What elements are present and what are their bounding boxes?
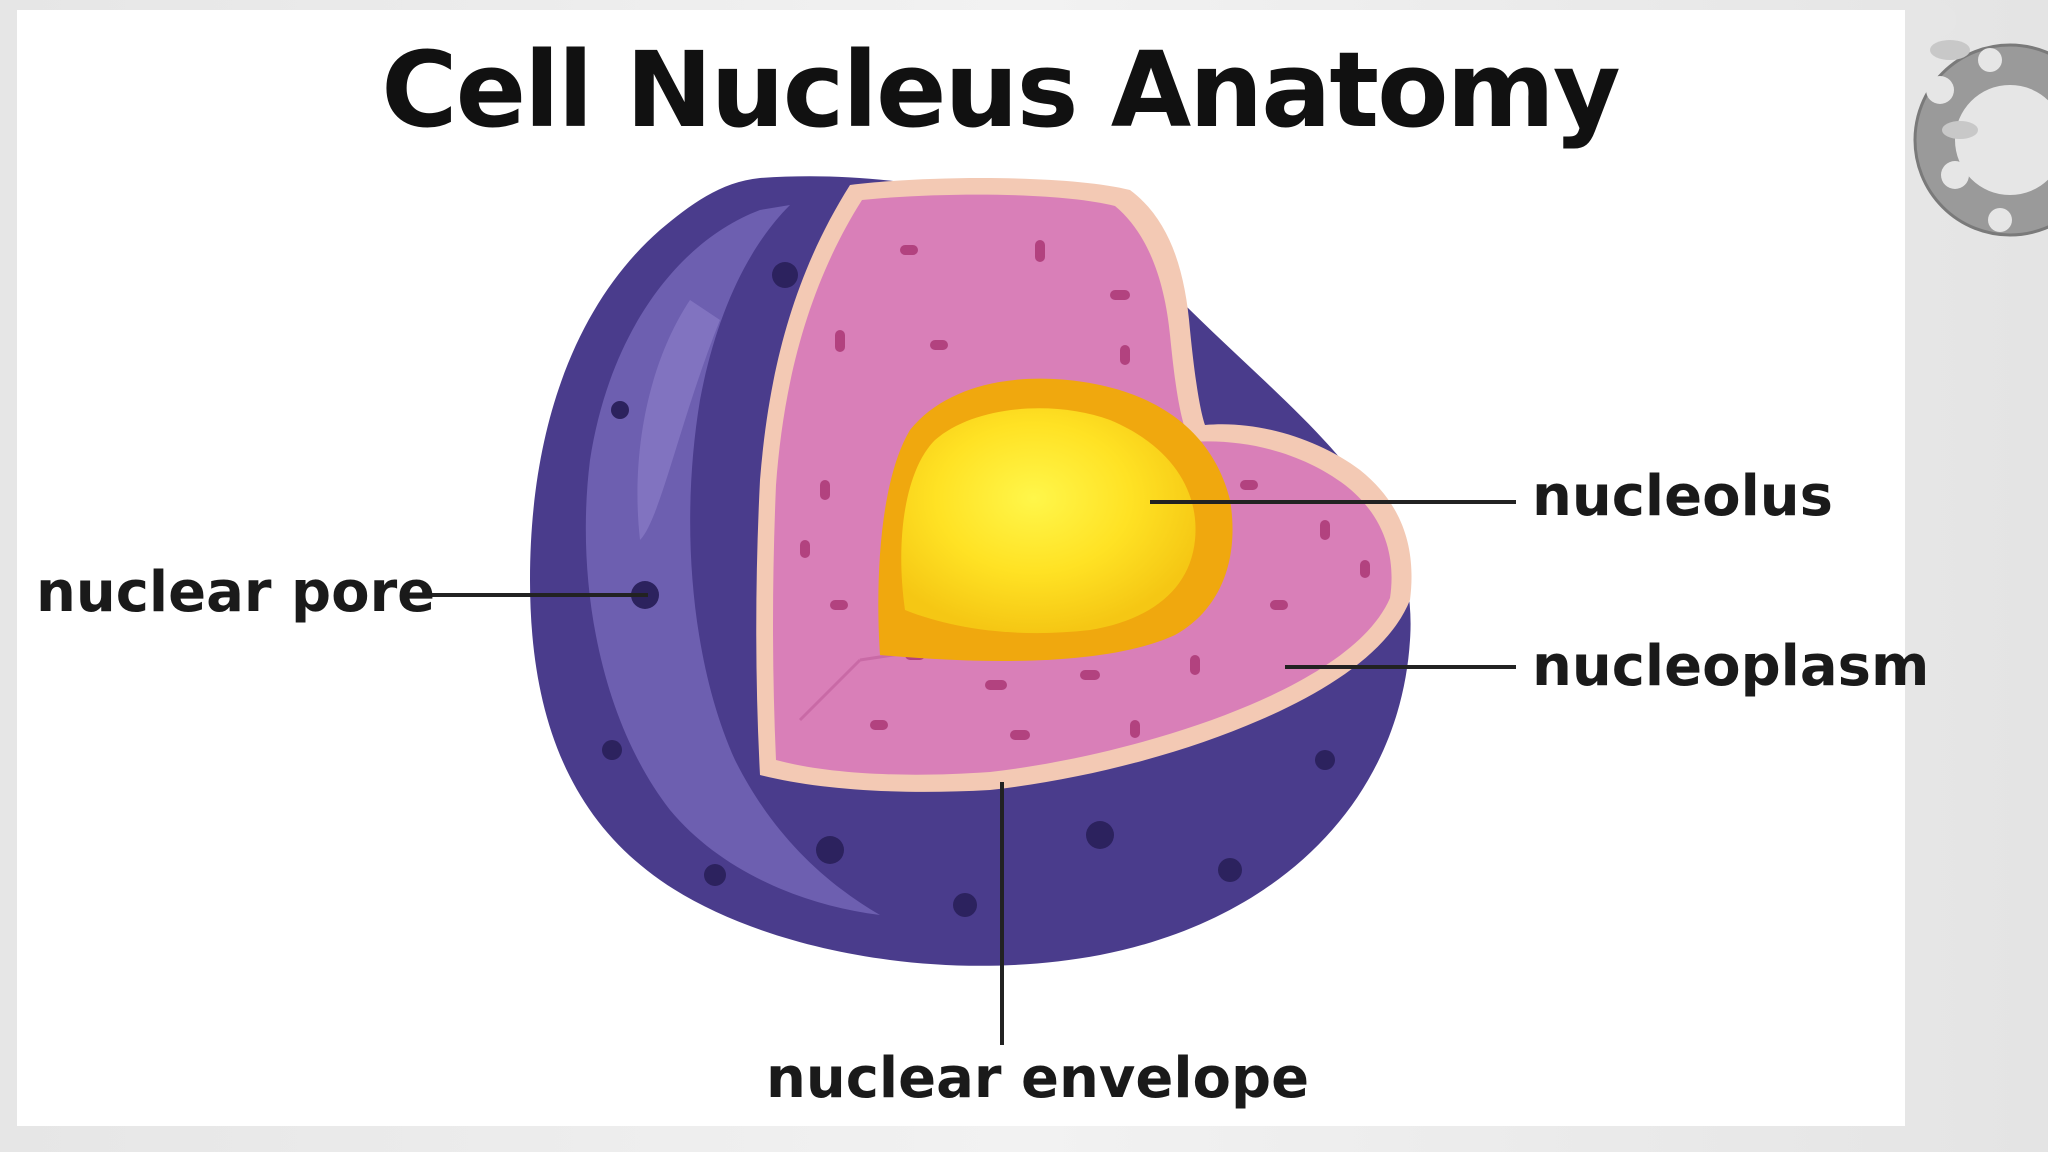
- page-title: Cell Nucleus Anatomy: [381, 29, 1620, 151]
- gear-decoration-icon: [1913, 4, 2048, 237]
- label-nuclear-envelope: nuclear envelope: [766, 1046, 1310, 1111]
- nucleolus-inner: [901, 408, 1196, 634]
- leader-lines: [415, 500, 1516, 1045]
- shell-highlight-soft: [637, 300, 720, 540]
- nuclear-pore-dots: [602, 262, 1335, 917]
- label-nuclear-pore: nuclear pore: [36, 560, 436, 625]
- label-nucleolus: nucleolus: [1532, 464, 1833, 529]
- label-nucleoplasm: nucleoplasm: [1532, 634, 1930, 699]
